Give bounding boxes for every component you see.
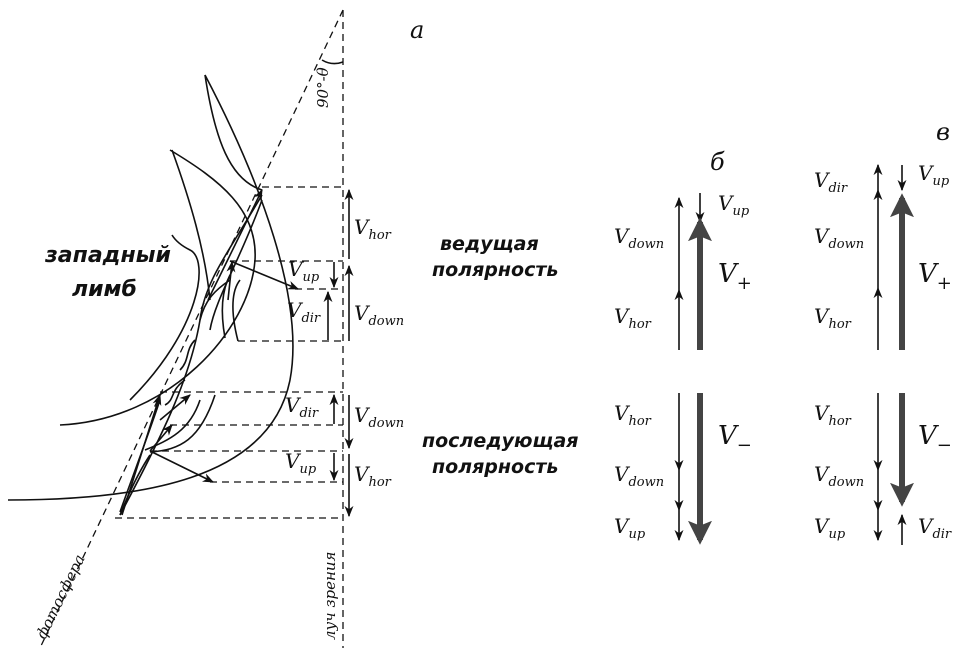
loop-arrows <box>121 188 300 516</box>
panel-v-labels: Vdir Vup Vdown V+ Vhor Vhor V− Vdown Vup… <box>814 161 952 542</box>
svg-text:Vup: Vup <box>918 161 950 189</box>
svg-text:V−: V− <box>918 421 952 456</box>
svg-text:Vhor: Vhor <box>614 304 652 332</box>
panel-label-b: б <box>710 148 725 176</box>
label-v-down-1: Vdown <box>354 301 404 329</box>
panel-label-a: а <box>410 16 424 44</box>
label-v-up-1: Vup <box>288 257 320 285</box>
angle-label: 90°-θ <box>314 67 332 108</box>
svg-text:Vhor: Vhor <box>814 401 852 429</box>
following-line1: последующая <box>422 430 578 452</box>
west-limb-line2: лимб <box>72 277 137 302</box>
label-v-dir-2: Vdir <box>285 393 319 421</box>
photosphere-label: фотосфера <box>32 552 88 642</box>
svg-text:Vdir: Vdir <box>814 168 848 196</box>
panel-a-labels: Vhor Vup Vdir Vdown Vdir Vdown Vup Vhor <box>285 215 404 490</box>
svg-text:V+: V+ <box>918 259 952 294</box>
projection-lines <box>115 186 343 519</box>
label-v-up-2: Vup <box>285 449 317 477</box>
svg-text:Vhor: Vhor <box>814 304 852 332</box>
svg-text:Vup: Vup <box>614 514 646 542</box>
svg-text:Vdown: Vdown <box>814 224 864 252</box>
loop-curves <box>119 194 263 516</box>
svg-text:V+: V+ <box>718 259 752 294</box>
label-v-hor-2: Vhor <box>354 462 392 490</box>
svg-text:Vup: Vup <box>718 191 750 219</box>
label-v-hor-1: Vhor <box>354 215 392 243</box>
west-limb-line1: западный <box>44 243 171 268</box>
following-line2: полярность <box>432 456 558 478</box>
line-of-sight-label: луч зрения <box>321 552 339 640</box>
inclined-axis <box>39 9 344 648</box>
svg-text:Vdown: Vdown <box>814 462 864 490</box>
panel-v-arrows <box>873 163 914 545</box>
leading-line1: ведущая <box>440 233 539 255</box>
svg-text:V−: V− <box>718 421 752 456</box>
panel-label-v: в <box>936 118 950 146</box>
panel-b-labels: Vup Vdown V+ Vhor Vhor V− Vdown Vup <box>614 191 752 542</box>
label-v-down-2: Vdown <box>354 403 404 431</box>
panel-b-arrows <box>674 193 712 545</box>
svg-text:Vdir: Vdir <box>918 514 952 542</box>
angle-arc <box>321 59 344 65</box>
svg-text:Vhor: Vhor <box>614 401 652 429</box>
svg-text:Vdown: Vdown <box>614 462 664 490</box>
svg-text:Vdown: Vdown <box>614 224 664 252</box>
field-lines <box>7 74 294 516</box>
svg-text:Vup: Vup <box>814 514 846 542</box>
leading-line2: полярность <box>432 259 558 281</box>
label-v-dir-1: Vdir <box>287 298 321 326</box>
panel-a-projection-arrows <box>323 188 354 518</box>
